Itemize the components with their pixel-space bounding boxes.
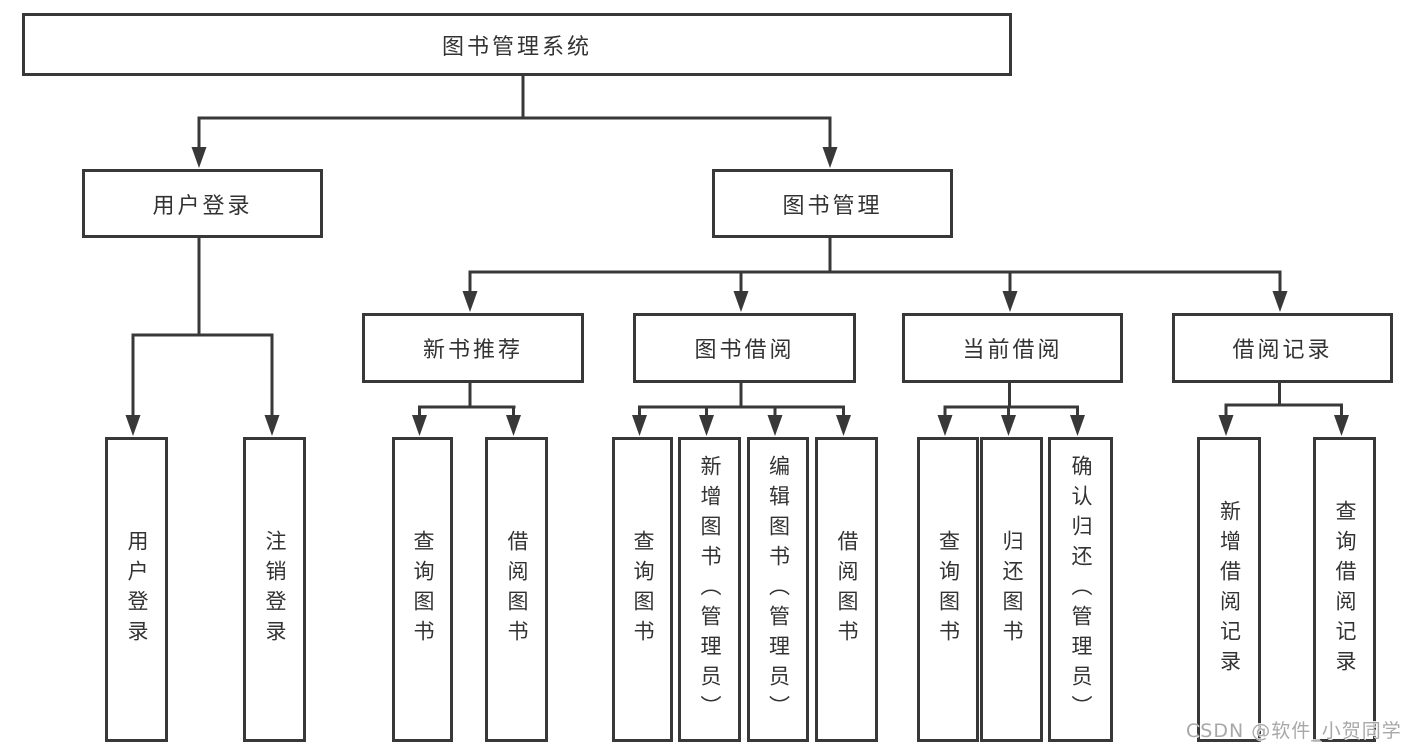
root-node-label: 图书管理系统 bbox=[441, 34, 592, 60]
node-label: 当前借阅 bbox=[962, 338, 1063, 363]
leaf-borrow-add-books-admin: 新增图书（管理员） bbox=[678, 437, 741, 742]
leaf-label: 归还图书 bbox=[1000, 529, 1024, 650]
leaf-user-login: 用户登录 bbox=[105, 437, 168, 742]
arrow-down-icon bbox=[1070, 415, 1085, 436]
watermark: CSDN @软件_小贺同学 bbox=[1186, 720, 1402, 742]
leaf-label: 新增借阅记录 bbox=[1217, 499, 1242, 680]
leaf-label: 借阅图书 bbox=[505, 529, 529, 650]
leaf-label: 新增图书（管理员） bbox=[698, 454, 722, 725]
arrow-down-icon bbox=[1002, 291, 1018, 312]
node-borrow-records: 借阅记录 bbox=[1172, 313, 1393, 383]
arrow-down-icon bbox=[632, 415, 647, 436]
arrow-down-icon bbox=[836, 415, 851, 436]
leaf-label: 借阅图书 bbox=[835, 529, 859, 650]
leaf-label: 编辑图书（管理员） bbox=[766, 454, 791, 725]
leaf-records-query-record: 查询借阅记录 bbox=[1313, 437, 1376, 742]
arrow-down-icon bbox=[412, 415, 427, 436]
leaf-recommend-query-books: 查询图书 bbox=[392, 437, 453, 742]
leaf-current-return-books: 归还图书 bbox=[980, 437, 1043, 742]
node-label: 借阅记录 bbox=[1232, 338, 1333, 363]
leaf-label: 注销登录 bbox=[263, 529, 287, 650]
leaf-current-confirm-return-admin: 确认归还（管理员） bbox=[1048, 437, 1113, 742]
leaf-current-query-books: 查询图书 bbox=[917, 437, 979, 742]
arrow-down-icon bbox=[1334, 415, 1349, 436]
arrow-down-icon bbox=[191, 147, 207, 168]
leaf-label: 查询图书 bbox=[631, 529, 655, 650]
leaf-recommend-borrow-books: 借阅图书 bbox=[485, 437, 548, 742]
leaf-label: 查询图书 bbox=[936, 529, 961, 650]
node-book-borrow: 图书借阅 bbox=[633, 313, 856, 383]
node-user-login: 用户登录 bbox=[82, 169, 323, 238]
arrow-down-icon bbox=[1218, 415, 1234, 436]
leaf-logout: 注销登录 bbox=[243, 437, 306, 742]
node-label: 用户登录 bbox=[152, 193, 253, 219]
arrow-down-icon bbox=[699, 415, 714, 436]
arrow-down-icon bbox=[1272, 291, 1288, 312]
leaf-label: 确认归还（管理员） bbox=[1069, 454, 1093, 725]
node-label: 新书推荐 bbox=[422, 338, 523, 363]
arrow-down-icon bbox=[822, 147, 838, 168]
root-node: 图书管理系统 bbox=[22, 13, 1012, 76]
node-book-management: 图书管理 bbox=[712, 169, 953, 238]
leaf-records-add-record: 新增借阅记录 bbox=[1197, 437, 1261, 742]
leaf-label: 查询借阅记录 bbox=[1333, 499, 1357, 680]
leaf-borrow-borrow-books: 借阅图书 bbox=[815, 437, 878, 742]
leaf-label: 查询图书 bbox=[411, 529, 435, 650]
arrow-down-icon bbox=[264, 415, 280, 436]
arrow-down-icon bbox=[733, 291, 749, 312]
node-label: 图书借阅 bbox=[694, 338, 795, 363]
arrow-down-icon bbox=[506, 415, 521, 436]
node-label: 图书管理 bbox=[782, 193, 883, 219]
arrow-down-icon bbox=[462, 291, 478, 312]
arrow-down-icon bbox=[937, 415, 953, 436]
arrow-down-icon bbox=[125, 415, 141, 436]
arrow-down-icon bbox=[1001, 415, 1016, 436]
leaf-borrow-query-books: 查询图书 bbox=[612, 437, 673, 742]
arrow-down-icon bbox=[767, 415, 783, 436]
node-current-borrow: 当前借阅 bbox=[902, 313, 1123, 383]
node-new-book-recommend: 新书推荐 bbox=[362, 313, 584, 383]
leaf-borrow-edit-books-admin: 编辑图书（管理员） bbox=[747, 437, 809, 742]
leaf-label: 用户登录 bbox=[125, 529, 149, 650]
